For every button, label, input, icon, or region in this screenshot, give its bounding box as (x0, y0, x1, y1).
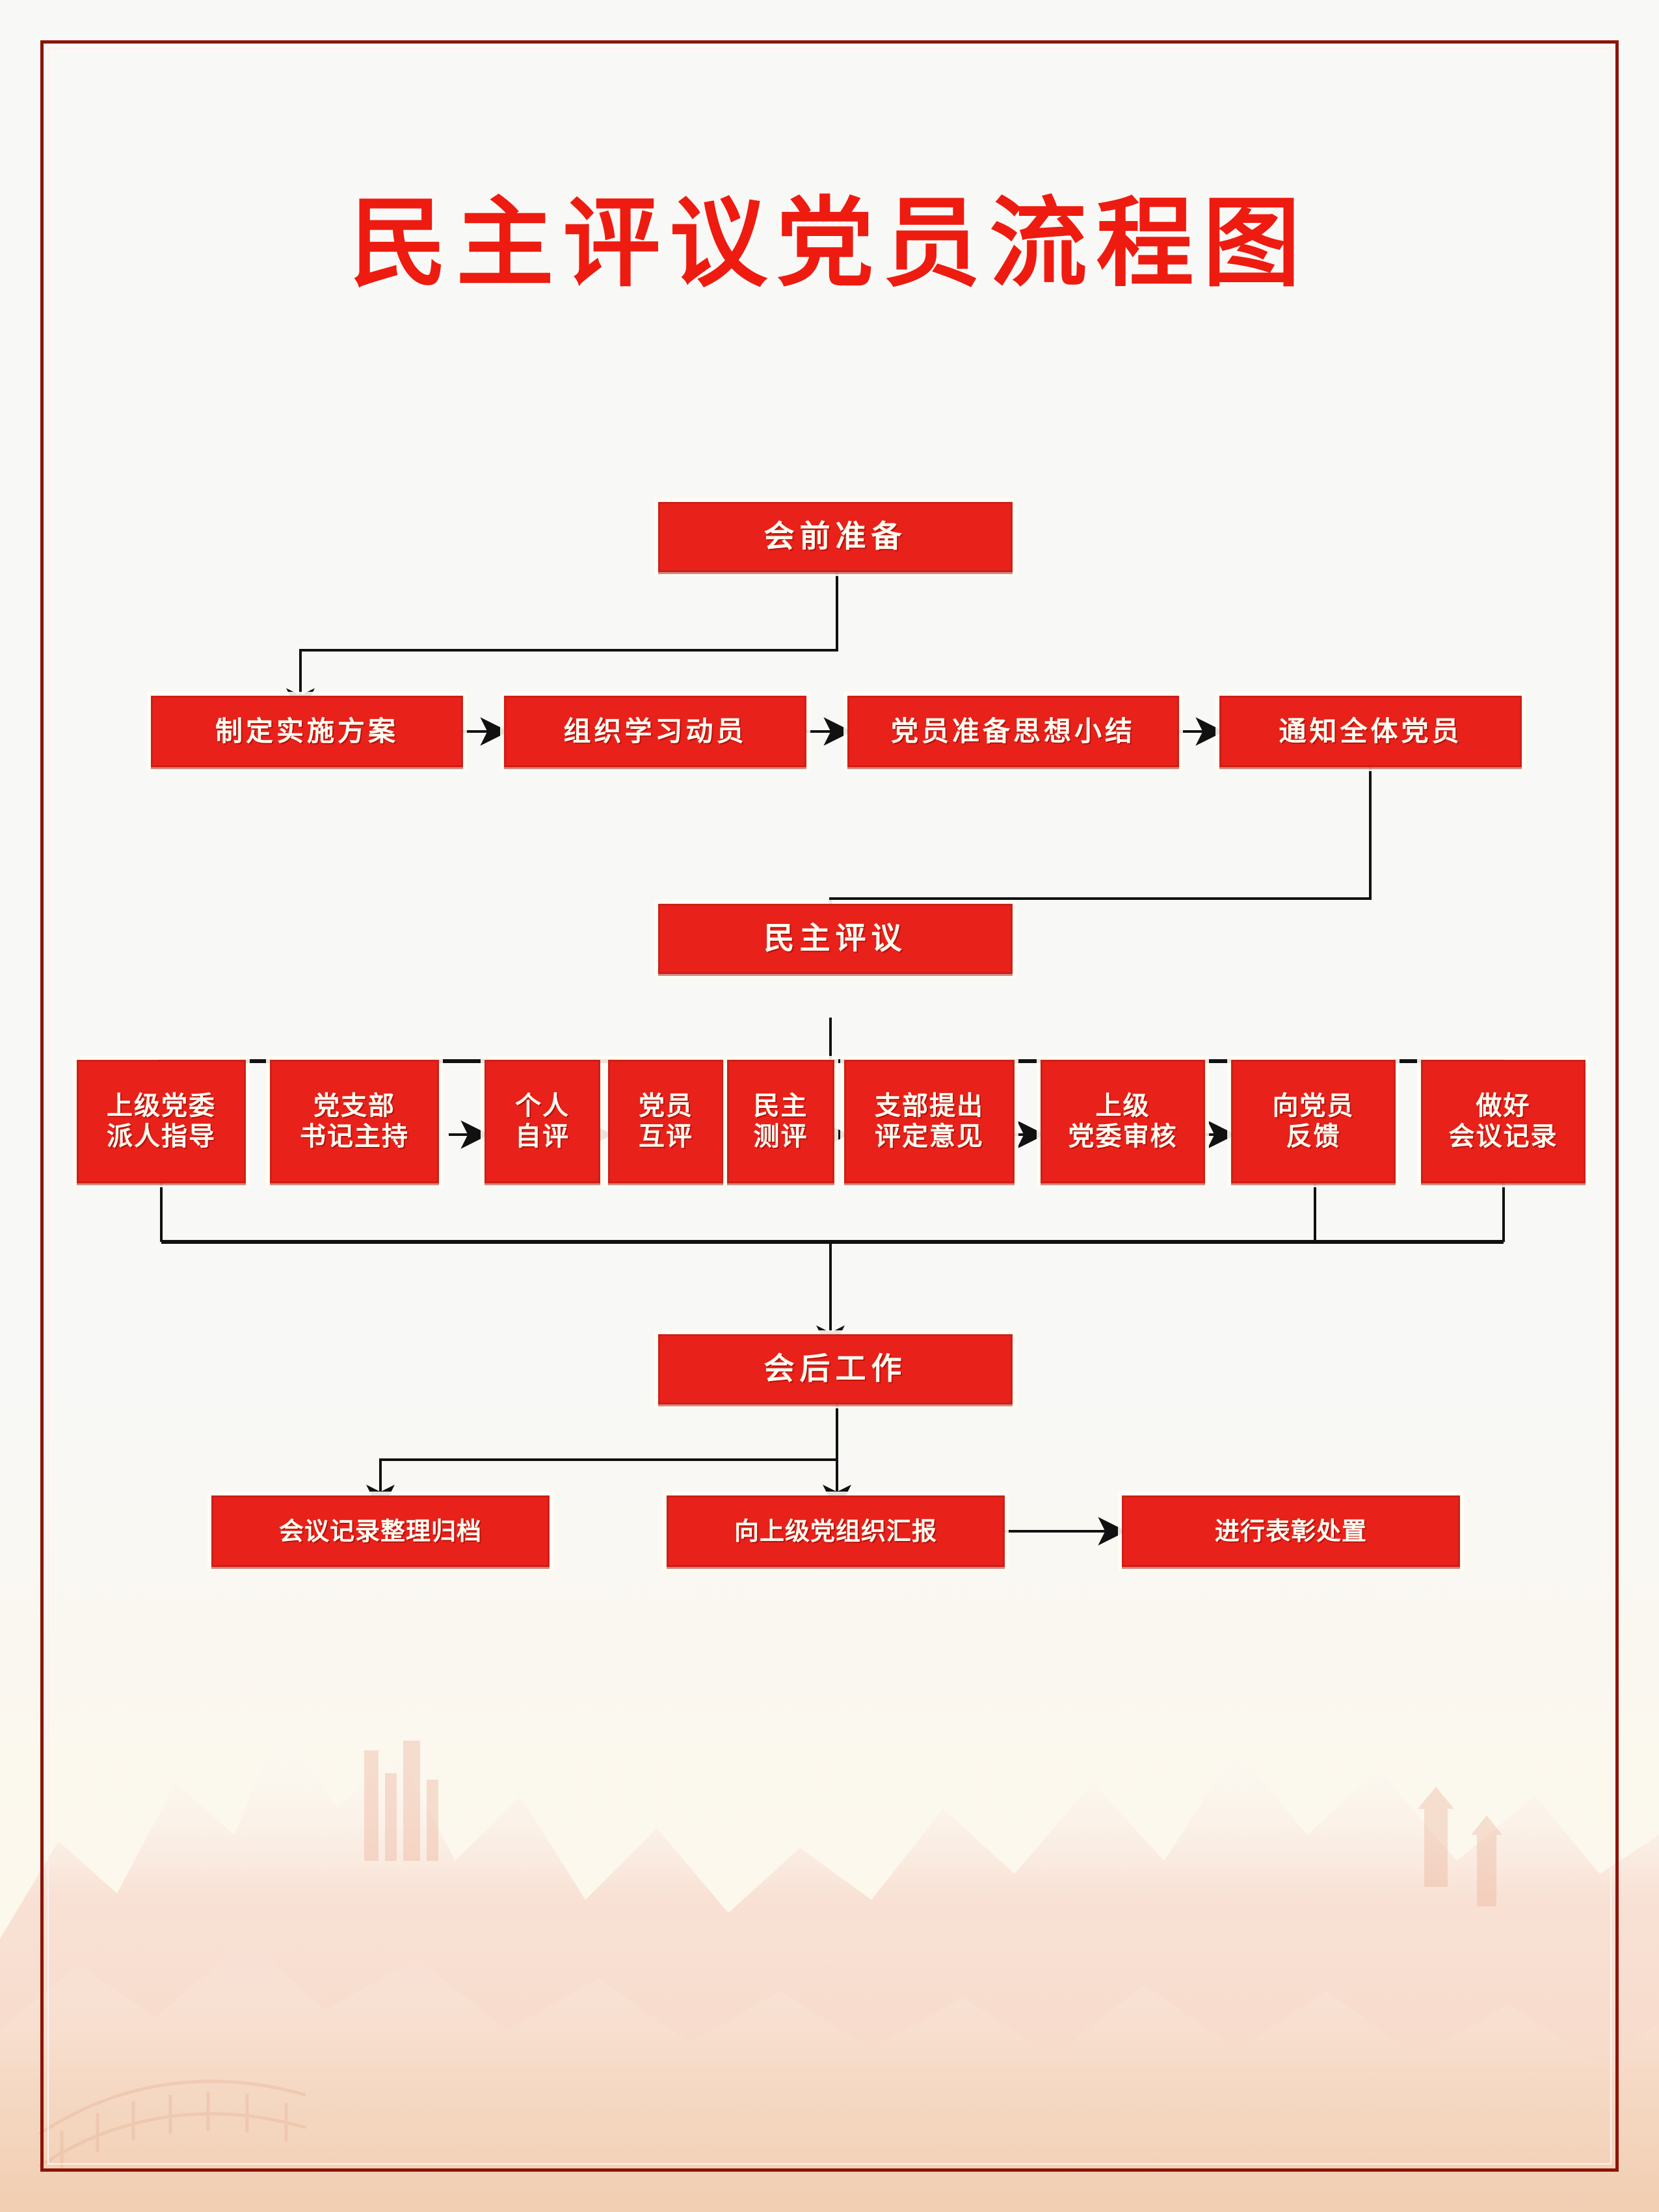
node-stage2-header[interactable]: 民主评议 (658, 904, 1013, 974)
node-stage3-step-3[interactable]: 进行表彰处置 (1122, 1495, 1460, 1567)
node-stage1-step-2[interactable]: 组织学习动员 (504, 696, 806, 767)
node-stage2-step-5[interactable]: 民主 测评 (727, 1060, 834, 1183)
node-stage2-step-6[interactable]: 支部提出 评定意见 (844, 1060, 1015, 1183)
node-stage2-step-3[interactable]: 个人 自评 (484, 1060, 600, 1183)
node-stage2-step-1[interactable]: 上级党委 派人指导 (77, 1060, 246, 1183)
node-stage3-step-1[interactable]: 会议记录整理归档 (211, 1495, 550, 1567)
node-stage1-step-4[interactable]: 通知全体党员 (1219, 696, 1522, 767)
node-stage2-step-8[interactable]: 向党员 反馈 (1231, 1060, 1396, 1183)
node-stage2-step-9[interactable]: 做好 会议记录 (1421, 1060, 1586, 1183)
node-stage3-step-2[interactable]: 向上级党组织汇报 (667, 1495, 1005, 1567)
node-stage2-step-4[interactable]: 党员 互评 (608, 1060, 724, 1183)
node-stage1-header[interactable]: 会前准备 (658, 502, 1013, 572)
page-title: 民主评议党员流程图 (349, 187, 1310, 300)
node-stage1-step-3[interactable]: 党员准备思想小结 (847, 696, 1179, 767)
node-stage2-step-2[interactable]: 党支部 书记主持 (270, 1060, 439, 1183)
node-stage1-step-1[interactable]: 制定实施方案 (151, 696, 463, 767)
node-stage2-step-7[interactable]: 上级 党委审核 (1041, 1060, 1205, 1183)
node-stage3-header[interactable]: 会后工作 (658, 1334, 1013, 1404)
